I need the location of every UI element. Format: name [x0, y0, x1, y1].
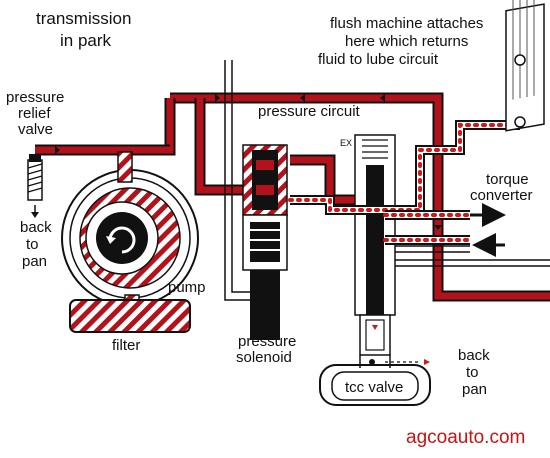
filter-label: filter: [112, 337, 140, 354]
relief-valve-label: pressure relief valve: [6, 89, 64, 138]
tcc-valve-label: tcc valve: [345, 379, 403, 396]
svg-text:transmission: transmission: [36, 9, 131, 28]
exhaust-passages: [224, 60, 550, 301]
svg-text:in park: in park: [60, 31, 112, 50]
pressure-solenoid-label: pressure solenoid: [236, 333, 296, 366]
svg-text:torque: torque: [486, 171, 529, 188]
svg-text:to: to: [466, 364, 479, 381]
filter: [69, 299, 191, 333]
pump-label: pump: [168, 279, 206, 296]
svg-text:back: back: [20, 219, 52, 236]
svg-text:solenoid: solenoid: [236, 349, 292, 366]
svg-text:flush machine attaches: flush machine attaches: [330, 15, 483, 32]
torque-converter-arrows: [470, 203, 506, 257]
back-to-pan-right-label: back to pan: [458, 347, 490, 398]
svg-text:back: back: [458, 347, 490, 364]
diagram-title: transmission in park: [36, 9, 131, 50]
transmission-cooler: [505, 0, 545, 132]
exhaust-label: EX: [340, 138, 352, 148]
svg-text:pressure: pressure: [6, 89, 64, 106]
tcc-valve-column: EX: [340, 134, 396, 356]
svg-text:to: to: [26, 236, 39, 253]
back-to-pan-left-label: back to pan: [20, 219, 52, 270]
flush-machine-note: flush machine attaches here which return…: [318, 15, 483, 68]
brand-watermark: agcoauto.com: [406, 427, 525, 448]
svg-text:pressure: pressure: [238, 333, 296, 350]
pressure-circuit-lines: [35, 92, 550, 302]
svg-text:here which returns: here which returns: [345, 33, 468, 50]
tcc-valve: tcc valve: [319, 355, 431, 406]
svg-text:pan: pan: [462, 381, 487, 398]
pressure-relief-valve: [27, 154, 43, 218]
svg-text:converter: converter: [470, 187, 533, 204]
svg-text:pan: pan: [22, 253, 47, 270]
torque-converter-label: torque converter: [470, 171, 533, 204]
svg-text:relief: relief: [18, 105, 51, 122]
svg-text:fluid to lube circuit: fluid to lube circuit: [318, 51, 439, 68]
svg-text:valve: valve: [18, 121, 53, 138]
pump: [61, 151, 199, 308]
pressure-solenoid-valve: [242, 144, 288, 340]
pressure-circuit-label: pressure circuit: [258, 103, 361, 120]
lube-circuit: [288, 55, 537, 245]
